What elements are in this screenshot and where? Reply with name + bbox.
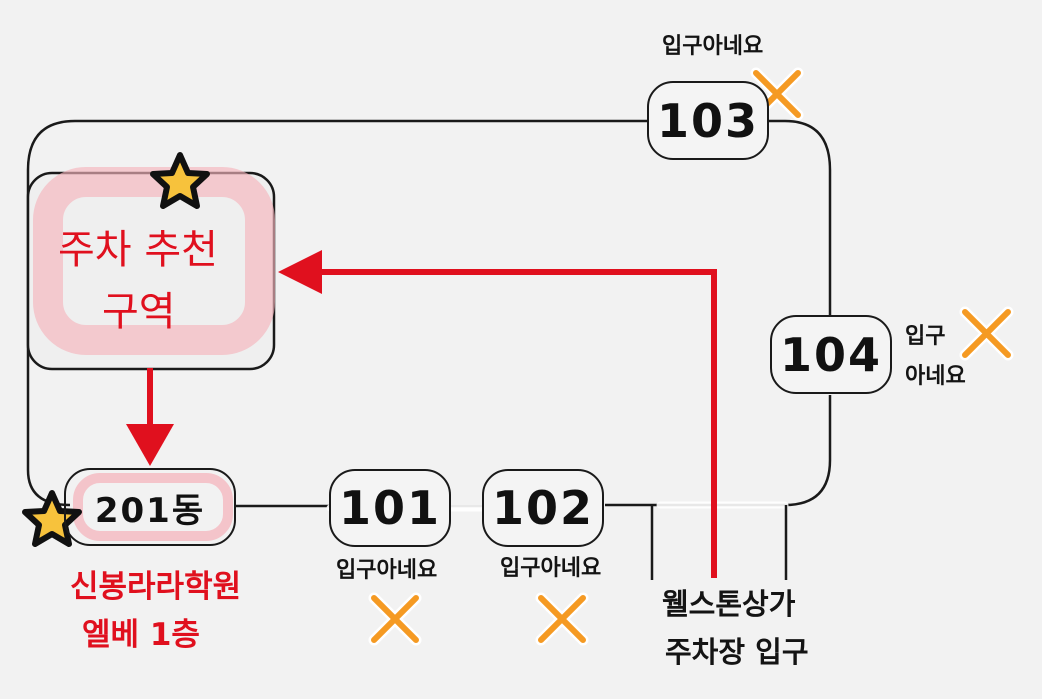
building-102-label: 102 — [491, 481, 595, 535]
building-201-label: 201동 — [94, 490, 206, 531]
academy-label-line2: 엘베 1층 — [82, 617, 200, 653]
building-101: 101 — [329, 469, 451, 547]
star-icon — [150, 152, 210, 209]
star-icon — [22, 490, 82, 547]
building-104-label: 104 — [779, 327, 883, 382]
building-103: 103 — [647, 81, 769, 160]
entrance-label-line2: 주차장 입구 — [665, 635, 809, 669]
road-outline-right — [765, 119, 832, 318]
building-201-highlight — [73, 473, 233, 541]
building-102: 102 — [482, 469, 604, 547]
parking-zone-label-line1: 주차 추천 — [58, 227, 218, 273]
arrow-icon — [126, 424, 174, 466]
building-201: 201동 — [64, 468, 236, 546]
note-104-not-entrance-line1: 입구 — [905, 324, 946, 349]
cross-icon — [959, 306, 1014, 361]
route-line — [315, 269, 717, 578]
building-101-label: 101 — [338, 481, 442, 535]
parking-zone-highlight — [33, 167, 275, 355]
arrow-icon — [278, 250, 322, 294]
note-102-not-entrance: 입구아네요 — [500, 556, 602, 581]
note-101-not-entrance: 입구아네요 — [336, 558, 438, 583]
note-103-not-entrance: 입구아네요 — [662, 34, 764, 59]
cross-icon — [368, 592, 422, 646]
building-104: 104 — [770, 315, 892, 394]
cross-icon — [535, 592, 589, 646]
entrance-label-line1: 웰스톤상가 — [662, 587, 796, 621]
academy-label-line1: 신봉라라학원 — [70, 569, 242, 605]
road-outline-right-lower — [605, 395, 832, 507]
building-103-label: 103 — [656, 93, 760, 148]
parking-zone-label-line2: 구역 — [102, 289, 176, 335]
note-104-not-entrance-line2: 아네요 — [905, 364, 966, 389]
